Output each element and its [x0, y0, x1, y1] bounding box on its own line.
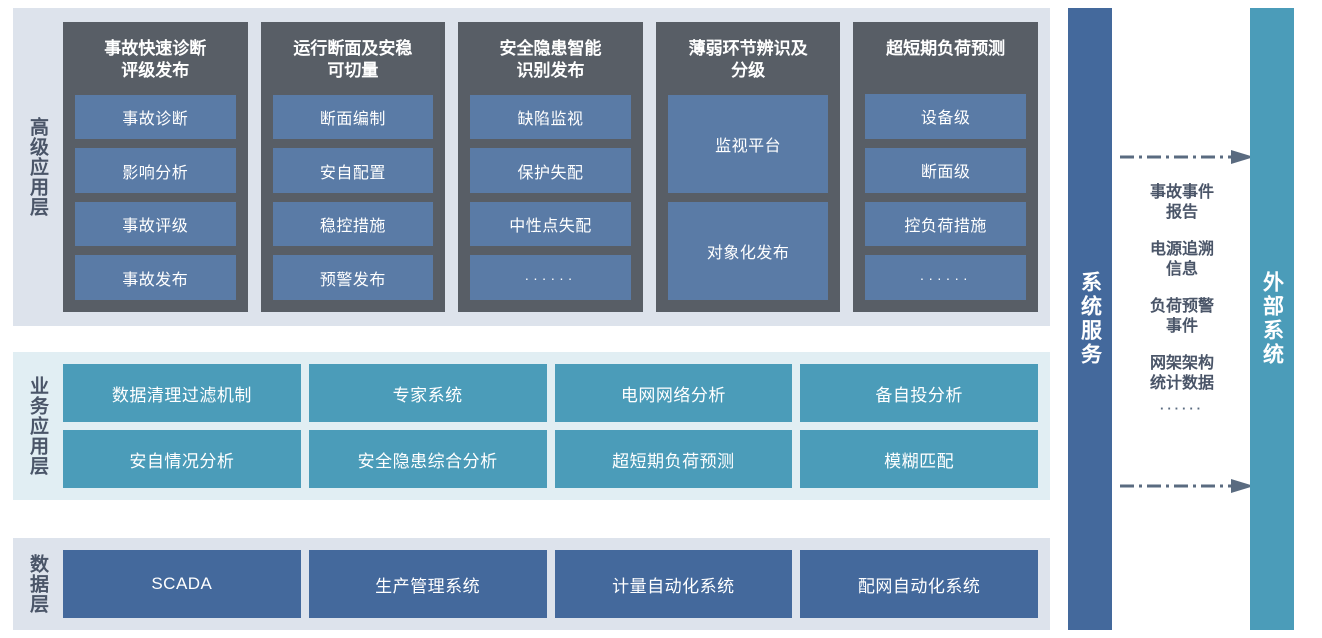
layer-data: 数据层 SCADA 生产管理系统 计量自动化系统 配网自动化系统 — [13, 538, 1050, 630]
app-item[interactable]: 缺陷监视 — [470, 94, 631, 140]
app-item-more[interactable]: ······ — [865, 255, 1026, 300]
business-row: 安自情况分析 安全隐患综合分析 超短期负荷预测 模糊匹配 — [63, 430, 1038, 488]
layer-advanced-application: 高级应用层 事故快速诊断 评级发布 事故诊断 影响分析 事故评级 事故发布 运行… — [13, 8, 1050, 326]
app-item[interactable]: 断面级 — [865, 147, 1026, 193]
app-column-title: 运行断面及安稳 可切量 — [293, 39, 413, 81]
data-item-production-management[interactable]: 生产管理系统 — [308, 550, 547, 618]
app-column-title: 安全隐患智能 识别发布 — [499, 39, 602, 81]
app-item[interactable]: 断面编制 — [272, 94, 434, 140]
data-item-distribution-automation[interactable]: 配网自动化系统 — [800, 550, 1038, 618]
layer-body-business: 数据清理过滤机制 专家系统 电网网络分析 备自投分析 安自情况分析 安全隐患综合… — [61, 352, 1050, 500]
business-item[interactable]: 模糊匹配 — [800, 430, 1038, 488]
app-item[interactable]: 稳控措施 — [272, 201, 434, 247]
app-column-load-forecast[interactable]: 超短期负荷预测 设备级 断面级 控负荷措施 ······ — [853, 22, 1038, 312]
app-item[interactable]: 监视平台 — [667, 94, 829, 193]
flow-arrow-bottom-icon — [1120, 479, 1254, 493]
app-item[interactable]: 安自配置 — [272, 148, 434, 193]
business-item[interactable]: 备自投分析 — [800, 364, 1038, 422]
layer-body-data: SCADA 生产管理系统 计量自动化系统 配网自动化系统 — [61, 538, 1050, 630]
data-item-scada[interactable]: SCADA — [63, 550, 301, 618]
flow-label-load-warning: 负荷预警 事件 — [1149, 297, 1214, 336]
flow-label-power-trace: 电源追溯 信息 — [1149, 240, 1214, 279]
app-item-list: 断面编制 安自配置 稳控措施 预警发布 — [272, 94, 434, 300]
app-item[interactable]: 控负荷措施 — [865, 201, 1026, 247]
business-item[interactable]: 专家系统 — [308, 364, 547, 422]
app-column-safety-hazard[interactable]: 安全隐患智能 识别发布 缺陷监视 保护失配 中性点失配 ······ — [458, 22, 643, 312]
app-item[interactable]: 中性点失配 — [470, 201, 631, 247]
app-column-operation-section[interactable]: 运行断面及安稳 可切量 断面编制 安自配置 稳控措施 预警发布 — [260, 22, 446, 312]
app-item-list: 缺陷监视 保护失配 中性点失配 ······ — [470, 94, 631, 300]
app-item-list: 事故诊断 影响分析 事故评级 事故发布 — [75, 94, 236, 300]
app-column-weak-link[interactable]: 薄弱环节辨识及 分级 监视平台 对象化发布 — [655, 22, 841, 312]
flow-label-more: ······ — [1160, 400, 1204, 416]
flow-label-grid-statistics: 网架架构 统计数据 — [1149, 354, 1214, 393]
app-item[interactable]: 事故评级 — [75, 201, 236, 247]
app-column-title: 薄弱环节辨识及 分级 — [688, 39, 808, 81]
app-column-accident-diagnosis[interactable]: 事故快速诊断 评级发布 事故诊断 影响分析 事故评级 事故发布 — [63, 22, 248, 312]
app-item[interactable]: 影响分析 — [75, 148, 236, 193]
app-item-list: 监视平台 对象化发布 — [667, 94, 829, 300]
flow-label-accident-report: 事故事件 报告 — [1149, 184, 1214, 222]
layer-label-business: 业务应用层 — [27, 376, 49, 476]
system-service-pillar[interactable]: 系统服务 — [1068, 8, 1112, 630]
app-item[interactable]: 事故诊断 — [75, 94, 236, 140]
app-item[interactable]: 设备级 — [865, 94, 1026, 139]
business-row: 数据清理过滤机制 专家系统 电网网络分析 备自投分析 — [63, 364, 1038, 422]
flow-label-list: 事故事件 报告 电源追溯 信息 负荷预警 事件 网架架构 统计数据 ······ — [1114, 183, 1250, 416]
app-item[interactable]: 预警发布 — [272, 255, 434, 300]
business-item[interactable]: 电网网络分析 — [554, 364, 793, 422]
app-item-list: 设备级 断面级 控负荷措施 ······ — [865, 94, 1026, 300]
integration-panel: 系统服务 事故事件 报告 电源追溯 信息 负荷预警 事件 网架架构 统计数据 ·… — [1068, 8, 1318, 630]
layer-stack: 高级应用层 事故快速诊断 评级发布 事故诊断 影响分析 事故评级 事故发布 运行… — [13, 8, 1050, 630]
app-column-title: 事故快速诊断 评级发布 — [104, 39, 207, 81]
layer-business-application: 业务应用层 数据清理过滤机制 专家系统 电网网络分析 备自投分析 安自情况分析 … — [13, 352, 1050, 500]
app-item[interactable]: 保护失配 — [470, 148, 631, 193]
app-column-title: 超短期负荷预测 — [886, 39, 1006, 58]
external-system-pillar[interactable]: 外部系统 — [1250, 8, 1294, 630]
layer-label-data: 数据层 — [27, 554, 49, 614]
flow-arrow-top-icon — [1120, 150, 1254, 164]
app-item-more[interactable]: ······ — [470, 255, 631, 300]
app-item[interactable]: 对象化发布 — [667, 201, 829, 300]
layer-label-advanced: 高级应用层 — [27, 117, 49, 217]
layer-body-advanced: 事故快速诊断 评级发布 事故诊断 影响分析 事故评级 事故发布 运行断面及安稳 … — [61, 8, 1050, 326]
data-item-metering-automation[interactable]: 计量自动化系统 — [554, 550, 793, 618]
business-item[interactable]: 数据清理过滤机制 — [63, 364, 301, 422]
business-item[interactable]: 超短期负荷预测 — [554, 430, 793, 488]
app-item[interactable]: 事故发布 — [75, 255, 236, 300]
business-item[interactable]: 安全隐患综合分析 — [308, 430, 547, 488]
business-item[interactable]: 安自情况分析 — [63, 430, 301, 488]
